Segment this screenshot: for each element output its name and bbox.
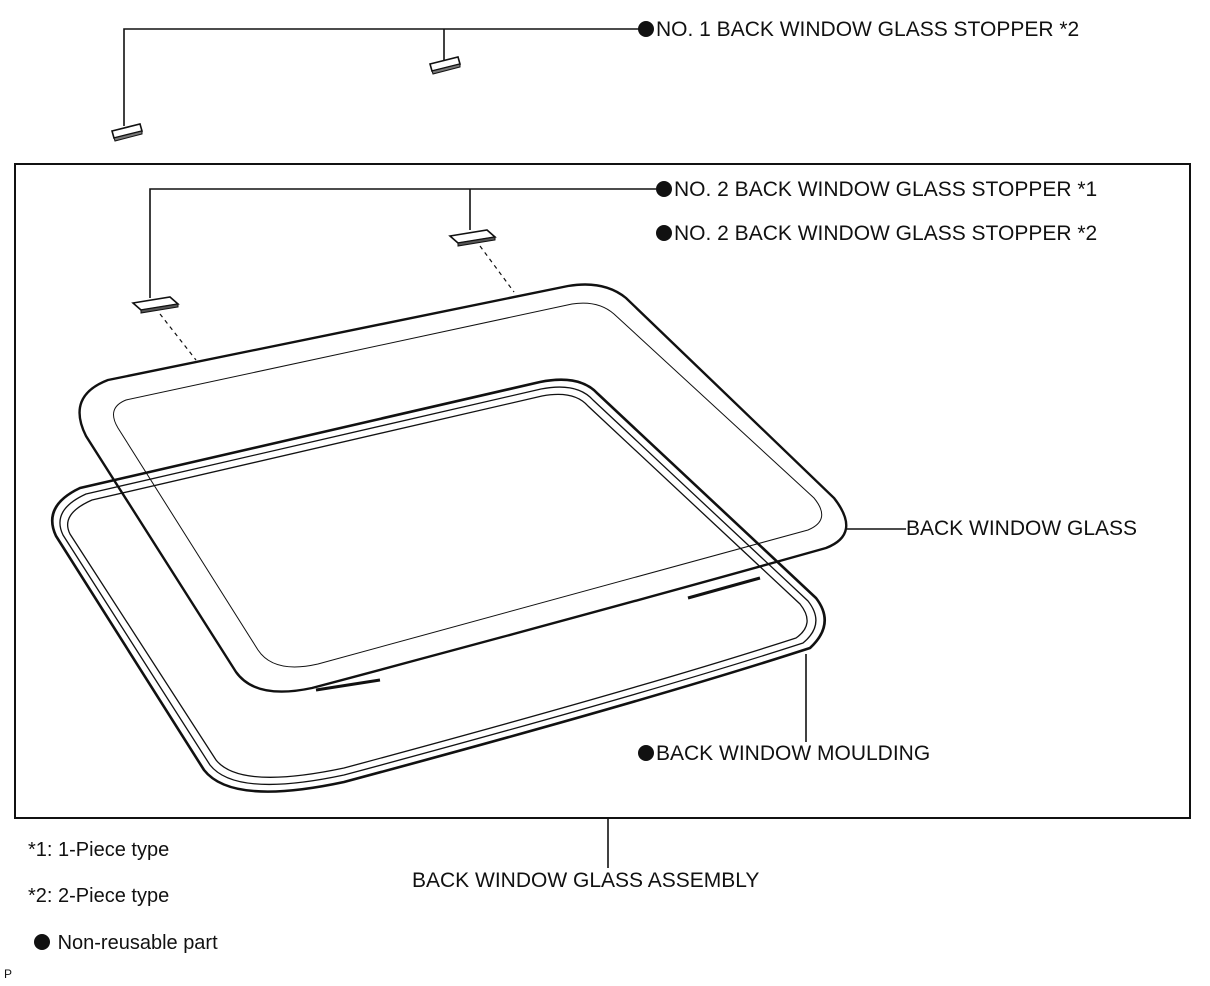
- no2-stopper-leader: [149, 188, 656, 298]
- legend-nonreusable: Non-reusable part: [34, 931, 218, 955]
- filled-circle-icon: [638, 745, 654, 761]
- back-window-glass-label: BACK WINDOW GLASS: [906, 517, 1138, 540]
- no1-stopper-clip-right: [429, 56, 461, 75]
- corner-code: P: [4, 967, 13, 981]
- filled-circle-icon: [656, 225, 672, 241]
- no2-stopper-1piece-label: NO. 2 BACK WINDOW GLASS STOPPER *1: [656, 178, 1097, 202]
- back-window-moulding-label: BACK WINDOW MOULDING: [638, 742, 930, 766]
- no2-stopper-pad-left: [131, 296, 180, 314]
- back-window-glass: [78, 283, 848, 693]
- no2-stopper-2piece-label: NO. 2 BACK WINDOW GLASS STOPPER *2: [656, 222, 1097, 246]
- filled-circle-icon: [34, 934, 50, 950]
- no2-stopper-pad-right: [448, 229, 497, 247]
- install-guide-lines: [159, 245, 515, 361]
- assembly-frame: [14, 163, 1191, 819]
- assembly-label: BACK WINDOW GLASS ASSEMBLY: [412, 869, 760, 892]
- filled-circle-icon: [638, 21, 654, 37]
- legend-2piece: *2: 2-Piece type: [28, 885, 170, 907]
- no1-stopper-label: NO. 1 BACK WINDOW GLASS STOPPER *2: [638, 18, 1079, 42]
- filled-circle-icon: [656, 181, 672, 197]
- no1-stopper-clip-left: [111, 123, 143, 142]
- legend-1piece: *1: 1-Piece type: [28, 839, 170, 861]
- no1-stopper-leader: [123, 28, 640, 126]
- back-window-moulding: [51, 378, 826, 793]
